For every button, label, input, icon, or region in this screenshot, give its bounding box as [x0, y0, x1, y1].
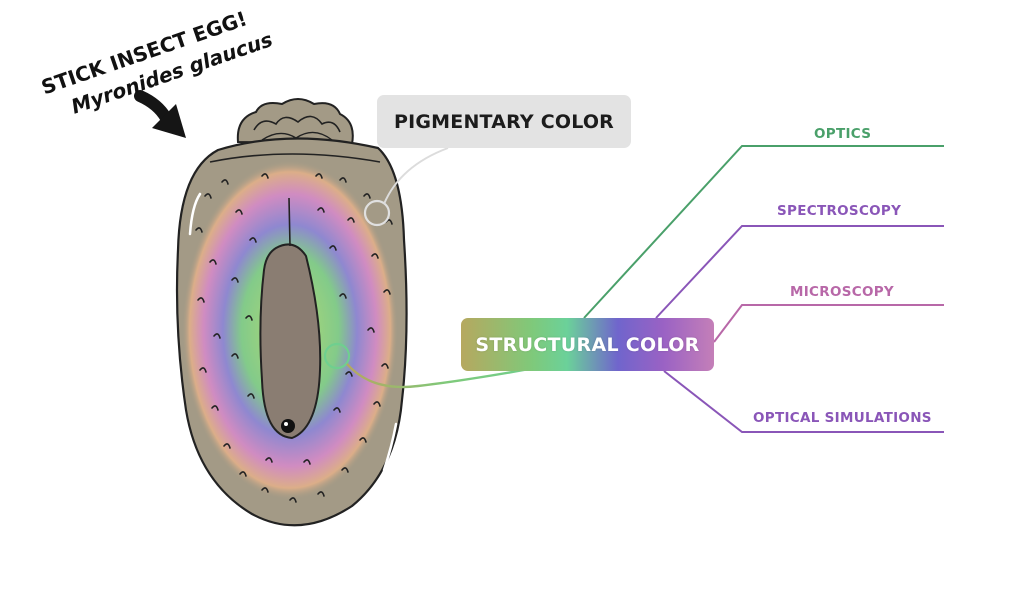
- branch-line-microscopy: [713, 304, 944, 343]
- branch-line-spectroscopy: [655, 225, 944, 319]
- branch-label-microscopy: MICROSCOPY: [790, 284, 895, 300]
- branch-line-optical-simulations: [663, 370, 944, 433]
- pigmentary-color-node: PIGMENTARY COLOR: [377, 95, 631, 148]
- branch-label-spectroscopy: SPECTROSCOPY: [777, 203, 902, 219]
- structural-connector: [323, 342, 547, 389]
- pigmentary-connector: [363, 147, 449, 227]
- structural-color-node: STRUCTURAL COLOR: [461, 318, 714, 371]
- arrow-icon: [134, 90, 186, 138]
- branch-lines: [583, 145, 944, 433]
- egg-illustration: [175, 98, 408, 527]
- branch-line-optics: [583, 145, 944, 319]
- branch-label-optics: OPTICS: [814, 126, 872, 142]
- branch-label-optical-simulations: OPTICAL SIMULATIONS: [753, 410, 932, 426]
